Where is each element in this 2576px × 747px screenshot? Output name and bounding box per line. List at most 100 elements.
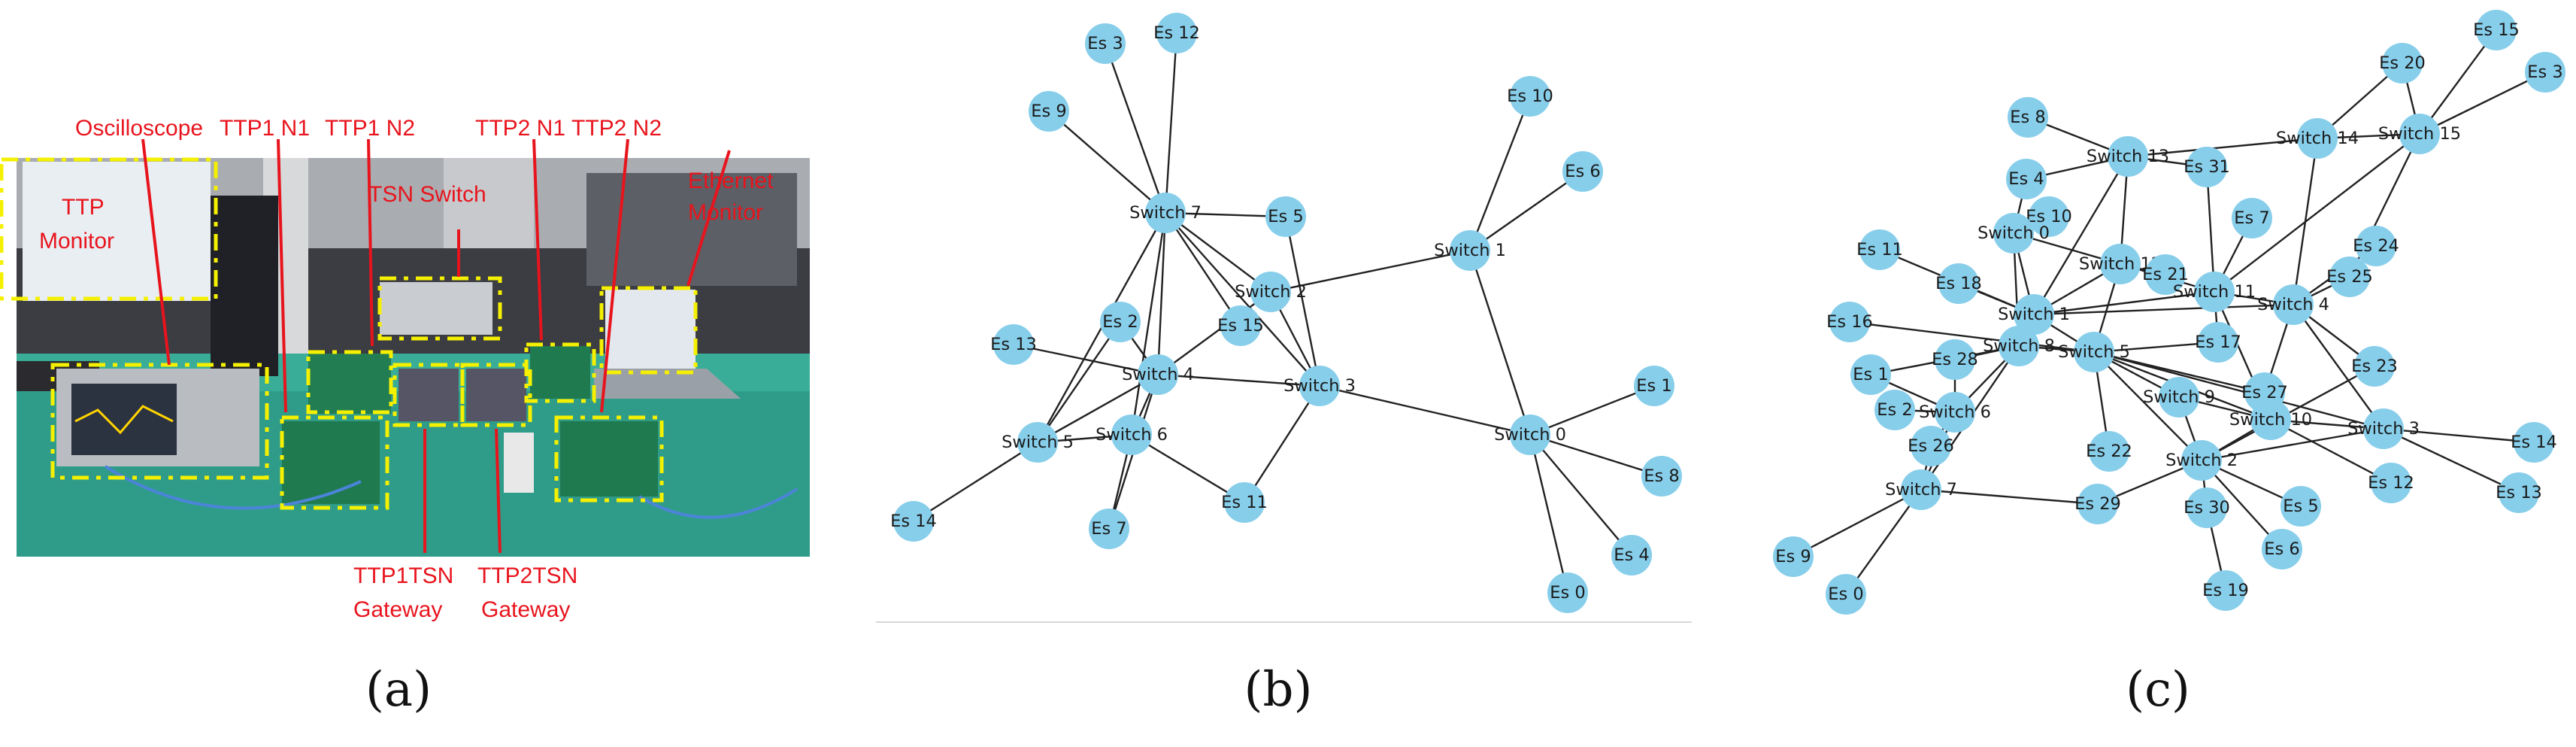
panel-c-edge	[1894, 408, 1956, 414]
panel-c-node-es-20: Es 20	[2379, 43, 2426, 84]
panel-c-edge	[2293, 245, 2377, 305]
panel-b-node-label: Switch 7	[1129, 203, 1202, 223]
label-ethernet-monitor-line1: Ethernet	[688, 169, 774, 193]
panel-c-node-circle	[2077, 484, 2118, 524]
panel-c-node-label: Es 9	[1775, 547, 1811, 566]
panel-c-node-es-24: Es 24	[2353, 226, 2399, 266]
panel-b-node-label: Es 7	[1091, 519, 1126, 539]
panel-c-node-circle	[1850, 354, 1891, 395]
panel-c-node-es-25: Es 25	[2326, 257, 2373, 297]
panel-c-node-circle	[1859, 229, 1900, 270]
panel-c-edge	[2200, 460, 2208, 509]
panel-c-edge	[2093, 351, 2384, 430]
panel-c-node-es-28: Es 28	[1932, 339, 1978, 380]
panel-c-node-label: Switch 0	[1977, 223, 2050, 243]
panel-c-node-circle	[2499, 472, 2539, 513]
panel-c-node-label: Es 29	[2074, 494, 2121, 514]
panel-b-edge	[1469, 171, 1583, 251]
panel-c-edge	[2293, 304, 2384, 430]
panel-c-node-label: Switch 4	[2257, 295, 2329, 314]
panel-c-node-es-27: Es 27	[2241, 372, 2288, 413]
panel-c-edge	[1849, 320, 2095, 354]
panel-b-node-es-1: Es 1	[1634, 366, 1674, 406]
panel-b-node-es-3: Es 3	[1085, 23, 1126, 64]
panel-c-edge	[2120, 263, 2215, 293]
panel-c-edge	[2093, 263, 2122, 353]
panel-c-node-es-1: Es 1	[1850, 354, 1891, 395]
panel-c-node-label: Es 4	[2008, 169, 2044, 189]
panel-c-node-circle	[2262, 529, 2302, 569]
panel-c-node-circle	[2363, 408, 2404, 449]
panel-b-node-circle	[893, 501, 934, 542]
panel-c-node-es-30: Es 30	[2184, 487, 2230, 528]
panel-c-node-es-21: Es 21	[2142, 254, 2189, 295]
panel-b-edge	[1165, 212, 1241, 326]
panel-c-edge	[2213, 291, 2220, 343]
panel-c-node-label: Switch 6	[1919, 402, 1991, 422]
panel-c-edge	[2119, 156, 2129, 265]
panel-c-edge	[1793, 488, 1922, 558]
panel-c-node-label: Es 13	[2496, 483, 2542, 503]
label-ttp2tsn-line2: Gateway	[481, 597, 570, 622]
panel-b-node-label: Switch 3	[1283, 376, 1356, 396]
panel-b-node-switch-2: Switch 2	[1235, 272, 1307, 312]
panel-b-node-circle	[1634, 366, 1674, 406]
panel-c-node-circle	[2006, 159, 2047, 199]
panel-c-node-label: Switch 11	[2173, 282, 2256, 302]
panel-b-node-switch-4: Switch 4	[1122, 354, 1194, 395]
panel-b-node-switch-1: Switch 1	[1434, 230, 1506, 271]
panel-c-node-es-18: Es 18	[1935, 263, 1982, 304]
panel-b-edge	[1130, 374, 1159, 436]
label-oscilloscope: Oscilloscope	[75, 116, 203, 141]
panel-c-edge	[2093, 351, 2180, 399]
panel-b-edge	[1048, 111, 1166, 214]
panel-c-edge	[2093, 351, 2111, 452]
panel-b-node-circle	[1250, 272, 1291, 312]
panel-b-node-label: Es 2	[1102, 312, 1138, 332]
panel-b-node-switch-0: Switch 0	[1494, 414, 1566, 455]
panel-c-node-es-0: Es 0	[1826, 574, 1866, 615]
testbed-photo	[17, 158, 810, 557]
panel-c-node-label: Es 0	[1828, 585, 1863, 604]
panel-c-node-es-19: Es 19	[2202, 570, 2249, 611]
panel-b-edge	[1037, 321, 1121, 443]
panel-c-node-label: Es 19	[2202, 581, 2249, 600]
panel-b-edge	[1243, 385, 1321, 503]
panel-c-node-circle	[1999, 326, 2039, 366]
label-arrows	[141, 138, 731, 554]
panel-c-node-label: Switch 12	[2079, 254, 2162, 274]
panel-c-edge	[2292, 138, 2319, 305]
panel-b-edge	[1284, 216, 1321, 387]
panel-c-node-label: Es 25	[2326, 267, 2373, 287]
panel-c-edge	[1954, 345, 2020, 361]
panel-b-node-label: Switch 2	[1235, 282, 1307, 302]
panel-b-node-es-14: Es 14	[890, 501, 937, 542]
panel-c-edge	[2401, 62, 2421, 135]
panel-c-edge	[2348, 133, 2421, 278]
panel-c-edge	[2178, 396, 2271, 421]
panel-c-edge	[2032, 156, 2129, 315]
panel-b-node-circle	[1611, 535, 1652, 575]
panel-c-node-label: Es 6	[2264, 539, 2299, 559]
panel-b-node-circle	[1220, 305, 1261, 346]
panel-b-node-label: Es 12	[1153, 23, 1200, 43]
panel-c-node-label: Switch 2	[2165, 451, 2238, 470]
panel-c-node-es-6: Es 6	[2262, 529, 2302, 569]
panel-b-edge	[1037, 373, 1159, 444]
panel-b-edge	[1157, 291, 1271, 375]
panel-c-node-label: Es 7	[2234, 208, 2269, 228]
panel-c-edge	[2293, 275, 2350, 306]
panel-c-node-circle	[2329, 257, 2370, 297]
panel-c-node-switch-15: Switch 15	[2378, 114, 2461, 154]
panel-c-node-switch-9: Switch 9	[2143, 377, 2215, 418]
panel-c-edge	[2093, 341, 2219, 354]
panel-c-node-es-23: Es 23	[2351, 346, 2398, 387]
panel-c-node-circle	[2100, 244, 2141, 284]
panel-b-node-es-11: Es 11	[1221, 482, 1268, 523]
panel-c-node-switch-8: Switch 8	[1983, 326, 2055, 366]
panel-c-node-circle	[2232, 198, 2272, 238]
panel-c-node-circle	[2181, 440, 2222, 481]
panel-c-edge	[1879, 248, 2035, 316]
panel-b-node-es-2: Es 2	[1100, 302, 1141, 342]
